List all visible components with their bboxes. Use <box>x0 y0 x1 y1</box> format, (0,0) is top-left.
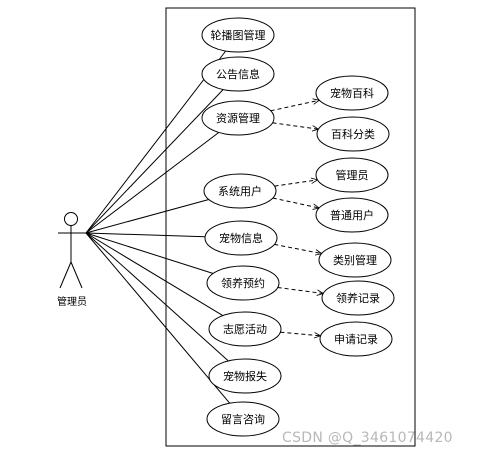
use-case-uc1: 轮播图管理 <box>201 17 275 53</box>
actor-head <box>64 212 78 226</box>
use-case-label: 系统用户 <box>218 184 262 198</box>
association-line-uc1 <box>85 50 227 234</box>
dependency-arrow-uc5-ext5 <box>274 243 321 253</box>
use-case-ellipse <box>204 220 278 256</box>
use-case-label: 轮播图管理 <box>211 28 266 42</box>
dependency-arrow-uc4-ext4 <box>272 197 319 208</box>
association-lines <box>85 50 231 404</box>
association-line-uc2 <box>85 89 224 234</box>
association-line-uc3 <box>85 132 220 234</box>
use-case-label: 领养记录 <box>336 291 380 305</box>
use-case-ext2: 百科分类 <box>316 116 390 152</box>
use-case-ellipse <box>315 197 389 233</box>
use-case-label: 资源管理 <box>216 111 260 125</box>
use-case-uc2: 公告信息 <box>201 56 275 92</box>
actor-label: 管理员 <box>57 295 87 308</box>
use-case-uc6: 领养预约 <box>206 265 280 301</box>
use-case-uc5: 宠物信息 <box>204 220 278 256</box>
use-case-ext5: 类别管理 <box>318 242 392 278</box>
use-case-uc4: 系统用户 <box>203 173 277 209</box>
dependency-arrow-uc7-ext7 <box>280 331 320 336</box>
use-case-label: 百科分类 <box>331 127 375 141</box>
actor-right-leg <box>70 261 83 289</box>
watermark: CSDN @Q_3461074420 <box>282 430 453 446</box>
use-case-ext3: 管理员 <box>315 157 389 193</box>
use-case-label: 管理员 <box>336 168 369 182</box>
use-case-ellipse <box>201 56 275 92</box>
use-case-ellipse <box>315 157 389 193</box>
dependency-arrow-uc6-ext6 <box>277 287 324 294</box>
use-case-label: 留言咨询 <box>221 412 265 426</box>
association-line-uc8 <box>85 232 229 362</box>
use-case-ellipse <box>203 173 277 209</box>
use-case-ellipse <box>208 311 282 347</box>
use-case-label: 领养预约 <box>221 276 265 290</box>
use-case-label: 志愿活动 <box>223 323 267 336</box>
use-case-label: 普通用户 <box>330 208 374 222</box>
actor-admin: 管理员 <box>57 212 87 308</box>
use-case-label: 宠物百科 <box>330 86 374 100</box>
use-case-label: 类别管理 <box>333 253 377 267</box>
use-case-label: 宠物报失 <box>223 369 267 383</box>
use-case-ellipse <box>208 358 282 394</box>
use-case-uc7: 志愿活动 <box>208 311 282 347</box>
use-case-ext7: 申请记录 <box>319 321 393 357</box>
use-case-uc9: 留言咨询 <box>206 401 280 437</box>
dependency-arrow-uc4-ext3 <box>274 180 318 187</box>
use-case-uc8: 宠物报失 <box>208 358 282 394</box>
use-case-label: 宠物信息 <box>219 231 263 245</box>
use-case-ellipse <box>206 265 280 301</box>
system-boundary <box>165 7 416 447</box>
use-case-ellipse <box>201 100 275 136</box>
association-line-uc4 <box>85 199 209 234</box>
use-case-ellipse <box>319 321 393 357</box>
use-case-ellipse <box>206 401 280 437</box>
association-line-uc6 <box>85 232 214 274</box>
use-case-ellipse <box>201 17 275 53</box>
use-case-ellipse <box>318 242 392 278</box>
use-case-ellipse <box>321 280 395 316</box>
use-case-label: 公告信息 <box>216 67 260 81</box>
use-case-ext1: 宠物百科 <box>315 75 389 111</box>
use-case-label: 申请记录 <box>334 333 378 346</box>
dependency-arrow-uc3-ext1 <box>270 100 320 112</box>
use-case-ext6: 领养记录 <box>321 280 395 316</box>
actor-left-leg <box>59 261 72 289</box>
association-line-uc5 <box>85 232 206 238</box>
association-line-uc9 <box>85 232 231 404</box>
association-line-uc7 <box>85 232 224 317</box>
use-case-uc3: 资源管理 <box>201 100 275 136</box>
use-case-ellipse <box>315 75 389 111</box>
dependency-arrow-uc3-ext2 <box>272 122 319 129</box>
use-case-ext4: 普通用户 <box>315 197 389 233</box>
dependency-lines <box>270 100 324 336</box>
use-case-ellipse <box>316 116 390 152</box>
